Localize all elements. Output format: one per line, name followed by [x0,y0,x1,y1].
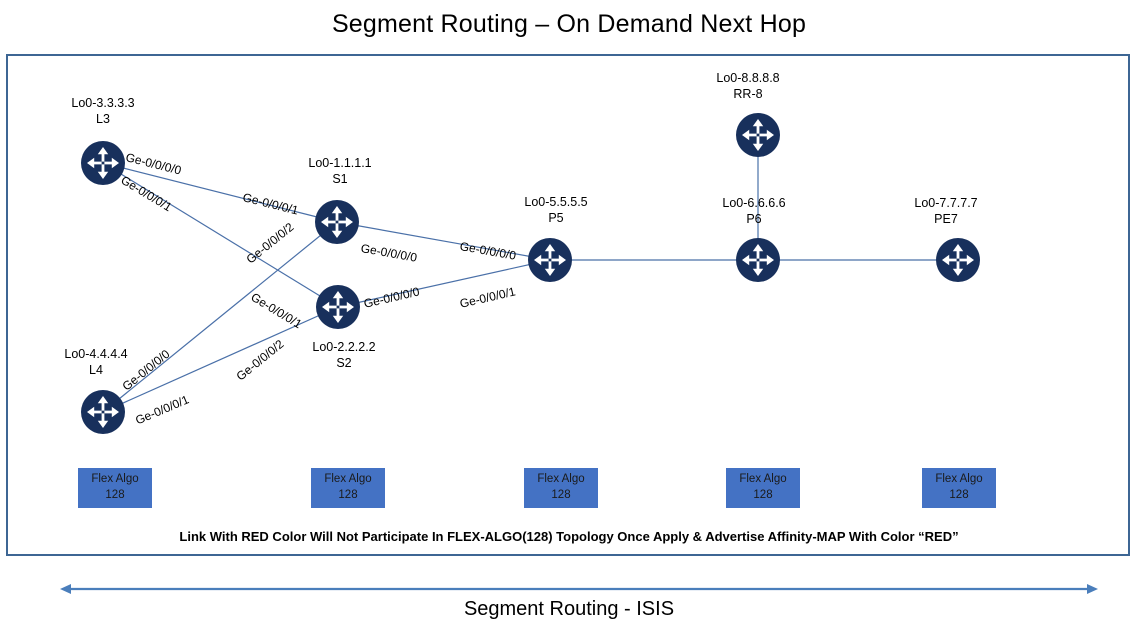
page-title: Segment Routing – On Demand Next Hop [331,10,807,38]
flex-algo-label: Flex Algo [935,473,983,486]
flex-algo-label: Flex Algo [324,473,372,486]
flex-algo-value: 128 [105,489,125,501]
node-name: S2 [336,355,352,370]
flex-algo-value: 128 [338,489,358,501]
router-node-rr-8[interactable] [736,113,780,157]
flex-algo-label: Flex Algo [739,473,787,486]
node-loopback: Lo0-7.7.7.7 [914,196,978,210]
footer-label: Segment Routing - ISIS [463,598,675,620]
node-loopback: Lo0-4.4.4.4 [64,347,128,361]
node-loopback: Lo0-6.6.6.6 [722,196,786,210]
router-node-s1[interactable] [315,200,359,244]
router-node-pe7[interactable] [936,238,980,282]
node-name: RR-8 [733,86,763,101]
node-loopback: Lo0-5.5.5.5 [524,195,588,209]
node-name: P6 [746,211,762,226]
router-node-p6[interactable] [736,238,780,282]
router-node-s2[interactable] [316,285,360,329]
flex-algo-box[interactable]: Flex Algo 128 [311,468,385,508]
flex-algo-value: 128 [949,489,969,501]
node-loopback: Lo0-2.2.2.2 [312,340,376,354]
flex-algo-box[interactable]: Flex Algo 128 [922,468,996,508]
flex-algo-label: Flex Algo [537,473,585,486]
node-name: L4 [89,362,103,377]
flex-algo-value: 128 [551,489,571,501]
flex-algo-label: Flex Algo [91,473,139,486]
node-loopback: Lo0-3.3.3.3 [71,96,135,110]
node-name: L3 [96,111,110,126]
node-name: PE7 [934,211,958,226]
flex-algo-value: 128 [753,489,773,501]
footer-arrow-head-left [60,584,71,594]
flex-algo-box[interactable]: Flex Algo 128 [78,468,152,508]
node-loopback: Lo0-8.8.8.8 [716,71,780,85]
caption-note: Link With RED Color Will Not Participate… [179,529,959,544]
node-name: S1 [332,171,348,186]
flex-algo-box[interactable]: Flex Algo 128 [726,468,800,508]
flex-algo-box[interactable]: Flex Algo 128 [524,468,598,508]
router-node-l4[interactable] [81,390,125,434]
node-loopback: Lo0-1.1.1.1 [308,156,372,170]
router-node-p5[interactable] [528,238,572,282]
footer-arrow [60,584,1098,594]
footer-arrow-head-right [1087,584,1098,594]
router-node-l3[interactable] [81,141,125,185]
node-name: P5 [548,210,564,225]
